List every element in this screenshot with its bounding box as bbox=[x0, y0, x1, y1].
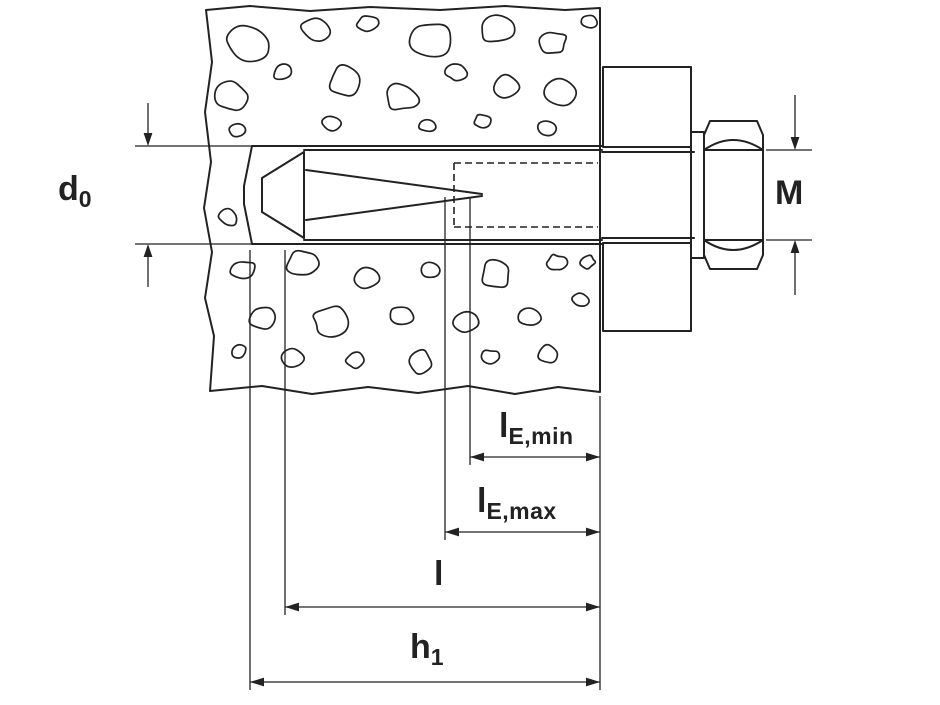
aggregate-pebble bbox=[344, 351, 365, 370]
dim-label-le-max: lE,max bbox=[477, 482, 557, 523]
washer bbox=[690, 131, 705, 259]
aggregate-pebble bbox=[538, 31, 568, 54]
aggregate-pebble bbox=[473, 113, 492, 129]
bolt-shaft bbox=[601, 151, 695, 239]
aggregate-pebble bbox=[213, 80, 249, 112]
aggregate-pebble bbox=[420, 261, 441, 279]
dim-h1 bbox=[249, 250, 600, 690]
dim-le-max bbox=[444, 197, 600, 540]
anchor-sleeve bbox=[303, 149, 603, 241]
aggregate-pebble bbox=[571, 292, 590, 307]
aggregate-pebble bbox=[280, 347, 306, 368]
aggregate-pebble bbox=[312, 305, 350, 338]
dim-label-le-min-main: l bbox=[499, 407, 509, 445]
aggregate-pebble bbox=[328, 64, 361, 97]
dim-le-min bbox=[469, 197, 600, 465]
aggregate-pebble bbox=[481, 14, 516, 43]
aggregate-pebble bbox=[225, 24, 270, 63]
expansion-cone bbox=[261, 151, 305, 239]
dim-label-le-max-main: l bbox=[477, 482, 487, 520]
fixture-plate bbox=[602, 66, 692, 332]
aggregate-pebble bbox=[408, 348, 433, 375]
aggregate-pebble bbox=[444, 63, 469, 82]
dim-label-le-max-sub: E,max bbox=[486, 498, 557, 524]
dim-d0 bbox=[135, 103, 264, 287]
aggregate-pebble bbox=[417, 118, 437, 133]
dim-label-le-min-sub: E,min bbox=[508, 423, 574, 449]
aggregate-pebble bbox=[517, 307, 543, 326]
aggregate-pebble bbox=[452, 310, 480, 334]
dim-m bbox=[766, 95, 812, 295]
dim-label-d0-sub: 0 bbox=[78, 186, 93, 212]
aggregate-pebble bbox=[580, 14, 599, 29]
concrete-section bbox=[203, 5, 601, 395]
aggregate-pebble bbox=[217, 207, 238, 227]
dim-label-m-main: M bbox=[775, 174, 804, 212]
fixture-hatch-bottom bbox=[602, 242, 692, 332]
aggregate-pebble bbox=[386, 82, 421, 111]
aggregate-pebble bbox=[355, 15, 380, 33]
fixture-hatch-top bbox=[602, 66, 692, 148]
concrete-outline bbox=[203, 5, 601, 395]
aggregate-pebble bbox=[229, 261, 256, 280]
dim-label-d0-main: d bbox=[58, 170, 79, 208]
dim-label-l: l bbox=[434, 557, 443, 591]
aggregate-pebble bbox=[480, 349, 501, 365]
dim-label-h1-sub: 1 bbox=[430, 644, 445, 670]
aggregate-pebble bbox=[231, 343, 247, 359]
aggregate-pebble bbox=[492, 73, 521, 99]
aggregate-pebble bbox=[537, 343, 559, 364]
aggregate-pebble bbox=[248, 306, 277, 330]
aggregate-pebble bbox=[299, 17, 332, 42]
dim-label-h1-main: h bbox=[410, 628, 431, 666]
aggregate-pebble bbox=[543, 77, 578, 107]
dim-label-h1: h1 bbox=[410, 628, 444, 669]
aggregate-pebble bbox=[481, 258, 510, 289]
aggregate-pebble bbox=[321, 115, 343, 132]
aggregate-pebble bbox=[389, 306, 415, 326]
dim-label-l-main: l bbox=[434, 555, 444, 593]
aggregate-pebble bbox=[273, 63, 293, 81]
aggregate-pebble bbox=[545, 253, 569, 271]
aggregate-pebble bbox=[408, 23, 452, 58]
internal-thread-dashed bbox=[453, 162, 598, 228]
drill-hole bbox=[243, 145, 603, 245]
aggregate-pebbles bbox=[213, 14, 599, 375]
hex-nut bbox=[703, 120, 764, 270]
aggregate-pebble bbox=[228, 122, 247, 138]
dim-label-m: M bbox=[775, 176, 803, 210]
aggregate-pebble bbox=[536, 120, 558, 137]
dim-l bbox=[284, 250, 600, 615]
aggregate-pebble bbox=[579, 254, 597, 270]
dim-label-le-min: lE,min bbox=[499, 407, 574, 448]
expansion-slot bbox=[305, 169, 483, 221]
dim-label-d0: d0 bbox=[58, 170, 92, 211]
aggregate-pebble bbox=[353, 266, 381, 290]
aggregate-pebble bbox=[285, 249, 320, 276]
